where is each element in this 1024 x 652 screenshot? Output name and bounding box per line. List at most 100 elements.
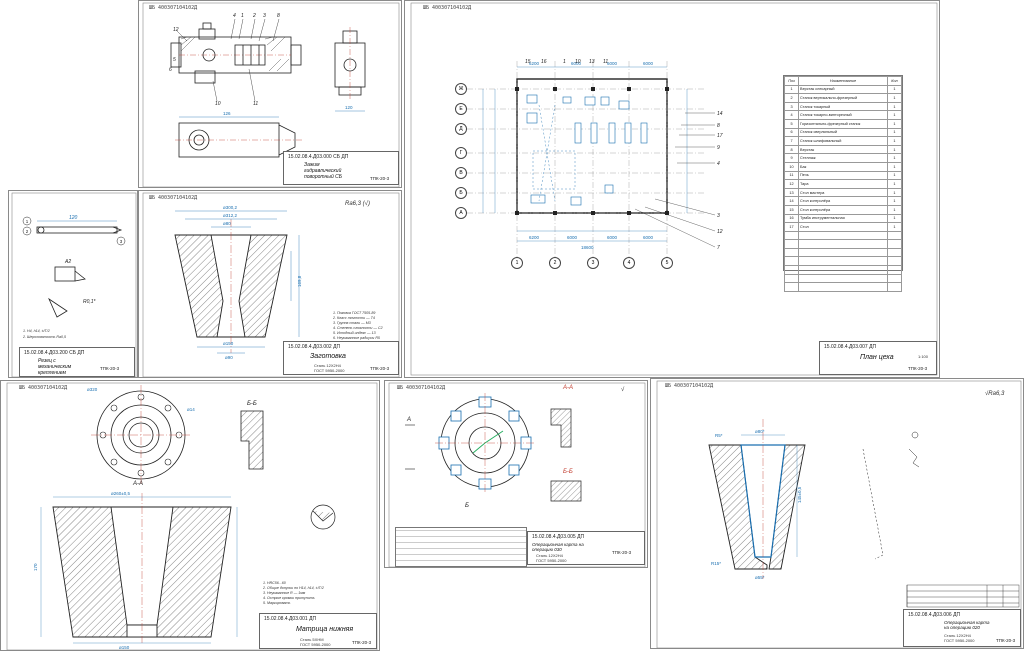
svg-text:8: 8: [717, 123, 720, 129]
material: Сталь 12Х2Н4 ГОСТ 5950-2000: [944, 633, 975, 643]
axis-marker: 3: [587, 257, 599, 269]
spec-qty: 1: [886, 110, 903, 120]
axis-row-markers: Ж Е Д Г В Б А: [455, 83, 469, 223]
spec-name: Стол контролёра: [798, 196, 888, 206]
spec-name: Печь: [798, 170, 888, 181]
svg-text:6000: 6000: [571, 61, 582, 66]
group-code: ТПК-20-3: [612, 550, 632, 555]
spec-pos: 16: [783, 213, 800, 224]
spec-qty: 1: [886, 127, 903, 138]
spec-pos: [783, 265, 800, 275]
title-block: 15.02.08.4.Д03.006 ДП Операционная карта…: [903, 609, 1021, 647]
svg-text:16: 16: [541, 59, 547, 65]
svg-text:6000: 6000: [607, 235, 618, 240]
spec-name: Верстак слесарный: [798, 84, 888, 95]
svg-text:6000: 6000: [643, 235, 654, 240]
spec-row: [783, 247, 903, 258]
svg-text:ø55*: ø55*: [755, 575, 765, 580]
drawing-code: 15.02.08.4.Д03.001 ДП: [264, 616, 317, 622]
svg-text:11: 11: [253, 101, 258, 107]
sheet-stamp: ШБ 400307104102Д: [423, 5, 472, 11]
spec-qty: 1: [886, 101, 903, 112]
spec-pos: 6: [783, 127, 800, 138]
spec-qty: 1: [886, 179, 903, 189]
svg-text:11: 11: [603, 59, 608, 65]
sheet-turning[interactable]: ШБ 400307104102Д √Ra6,3 ø80*145±0,5 R5*R…: [650, 378, 1024, 649]
group-code: ТПК-20-3: [996, 638, 1016, 643]
sheet-matrix[interactable]: ШБ 400307104102Д: [0, 380, 380, 651]
blank-note-1: 1. Поковка ГОСТ 7505-89: [333, 311, 376, 315]
spec-pos: [783, 256, 800, 267]
spec-qty: 1: [886, 204, 903, 215]
spec-name: [798, 247, 888, 258]
drawing-title: План цеха: [860, 354, 894, 361]
spec-name: Стол контролёра: [798, 204, 888, 215]
drawing-title: Резец с механическим креплением: [38, 358, 72, 376]
axis-marker: 5: [661, 257, 673, 269]
sheet-stamp: ШБ 400307104102Д: [19, 385, 68, 391]
spec-pos: [783, 247, 800, 258]
spec-qty: 1: [886, 196, 903, 206]
svg-text:ø260±0,5: ø260±0,5: [111, 491, 130, 496]
tool-note-2: 2. Шероховатость Ra0,5: [23, 335, 66, 339]
drawing-code: 15.02.08.4.Д03.006 ДП: [908, 612, 961, 618]
spec-name: Тара: [798, 179, 888, 189]
blank-note-2: 2. Класс точности — Т4: [333, 316, 375, 320]
svg-text:170: 170: [33, 563, 38, 571]
spec-name: [798, 265, 888, 275]
spec-pos: 14: [783, 196, 800, 206]
blank-note-6: 6. Неуказанные радиусы R5: [333, 336, 380, 340]
svg-text:126: 126: [223, 111, 231, 116]
spec-qty: [886, 265, 903, 275]
svg-text:15: 15: [525, 59, 531, 65]
spec-row: [783, 230, 903, 241]
sheet-stamp: ШБ 400307104102Д: [665, 383, 714, 389]
svg-text:10: 10: [575, 59, 581, 65]
svg-text:169,8: 169,8: [297, 275, 302, 287]
axis-marker: Б: [455, 187, 467, 199]
svg-text:3: 3: [717, 213, 720, 219]
spec-qty: 1: [886, 144, 903, 155]
spec-qty: [886, 239, 903, 249]
spec-name: Станок токарно-винторезный: [798, 110, 888, 120]
drawing-code: 15.02.08.4.Д03.002 ДП: [288, 344, 341, 350]
material: Сталь 5ХНМ ГОСТ 5950-2000: [300, 637, 331, 647]
spec-pos: 10: [783, 161, 800, 172]
roughness-mark: Ra6,3 (√): [345, 201, 370, 207]
sheet-plan[interactable]: ШБ 400307104102Д: [404, 0, 940, 378]
view-marker-a: А: [407, 417, 412, 423]
svg-text:6000: 6000: [607, 61, 618, 66]
svg-text:18600: 18600: [581, 245, 594, 250]
svg-text:ø80: ø80: [223, 221, 231, 226]
spec-name: Тумба инструментальная: [798, 213, 888, 224]
spec-name: [798, 273, 888, 284]
group-code: ТПК-20-3: [352, 640, 372, 645]
material: Сталь 12Х2Н4 ГОСТ 5950-2000: [314, 363, 345, 373]
sheet-setup[interactable]: ШБ 400307104102Д √ А-А: [384, 380, 648, 568]
svg-text:2: 2: [26, 229, 29, 234]
drawing-title: Матрица нижняя: [296, 626, 354, 633]
spec-name: Станок шлифовальный: [798, 136, 888, 146]
svg-text:6000: 6000: [567, 235, 578, 240]
title-block: 15.02.08.4.Д03.005 ДП Операционная карта…: [527, 531, 645, 565]
svg-text:ø80*: ø80*: [755, 429, 765, 434]
spec-pos: [783, 273, 800, 284]
svg-text:1: 1: [26, 219, 29, 224]
sheet-stamp: ШБ 400307104102Д: [149, 195, 198, 201]
scale: 1:100: [918, 354, 929, 359]
spec-name: Станок сверлильный: [798, 127, 888, 138]
blank-note-5: 5. Исходный индекс — 13: [333, 331, 376, 335]
drawing-code: 15.02.08.4.Д03.007 ДП: [824, 344, 877, 350]
